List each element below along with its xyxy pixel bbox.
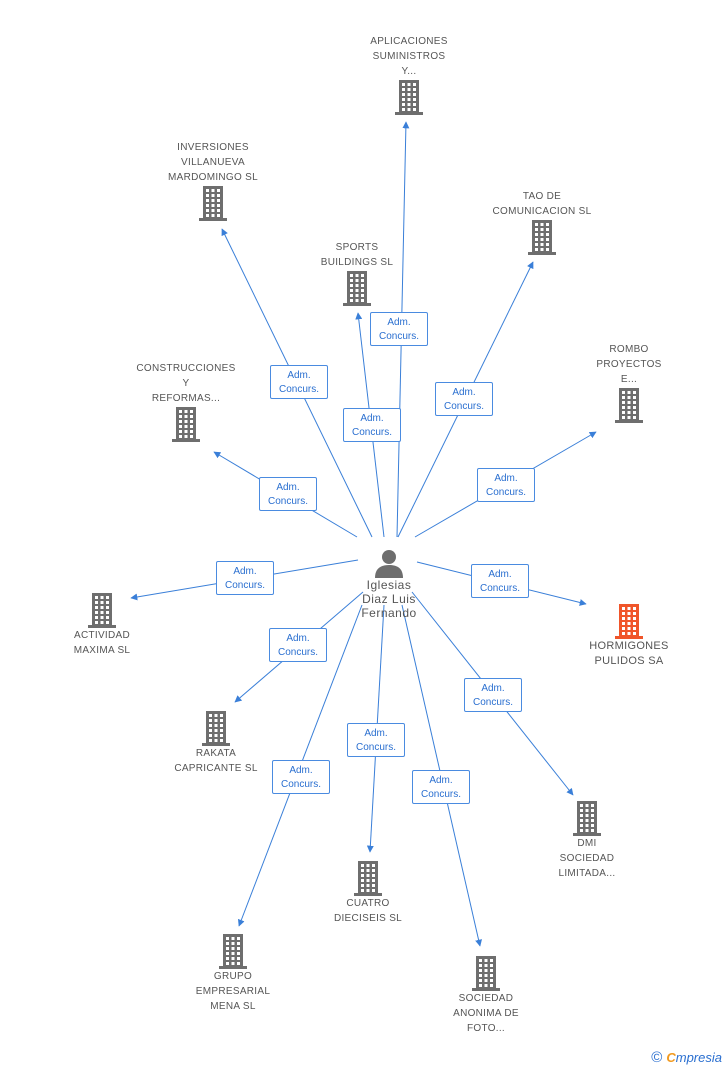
relation-label-construcciones[interactable]: Adm. Concurs. (259, 477, 317, 511)
building-icon (219, 934, 247, 969)
relation-label-rakata[interactable]: Adm. Concurs. (269, 628, 327, 662)
company-label: APLICACIONES SUMINISTROS Y... (370, 36, 448, 77)
company-label: CONSTRUCCIONES Y REFORMAS... (136, 363, 236, 404)
building-icon (199, 186, 227, 221)
brand-initial: C (666, 1050, 676, 1065)
relation-label-sociedad[interactable]: Adm. Concurs. (412, 770, 470, 804)
relation-label-grupo[interactable]: Adm. Concurs. (272, 760, 330, 794)
company-node-aplicaciones[interactable]: APLICACIONES SUMINISTROS Y... (349, 34, 469, 115)
company-label: GRUPO EMPRESARIAL MENA SL (195, 971, 271, 1012)
company-node-dmi[interactable]: DMI SOCIEDAD LIMITADA... (541, 800, 633, 881)
company-label: TAO DE COMUNICACION SL (492, 191, 592, 217)
relation-label-cuatro[interactable]: Adm. Concurs. (347, 723, 405, 757)
building-icon (343, 271, 371, 306)
building-icon (615, 388, 643, 423)
building-icon (172, 407, 200, 442)
relation-label-dmi[interactable]: Adm. Concurs. (464, 678, 522, 712)
company-label: SPORTS BUILDINGS SL (320, 242, 394, 268)
company-node-actividad[interactable]: ACTIVIDAD MAXIMA SL (52, 592, 152, 658)
building-icon (528, 220, 556, 255)
company-node-rakata[interactable]: RAKATA CAPRICANTE SL (164, 710, 268, 776)
company-label: RAKATA CAPRICANTE SL (174, 748, 258, 774)
company-label: HORMIGONES PULIDOS SA (589, 640, 669, 667)
relation-label-aplicaciones[interactable]: Adm. Concurs. (370, 312, 428, 346)
person-icon (375, 550, 403, 578)
building-icon (202, 711, 230, 746)
company-node-rombo[interactable]: ROMBO PROYECTOS E... (574, 342, 684, 423)
brand-name: mpresia (675, 1050, 722, 1065)
company-label: SOCIEDAD ANONIMA DE FOTO... (453, 993, 519, 1034)
company-node-tao[interactable]: TAO DE COMUNICACION SL (477, 189, 607, 255)
footer-brand[interactable]: ©Cmpresia (651, 1049, 722, 1066)
company-node-hormigones[interactable]: HORMIGONES PULIDOS SA (570, 603, 688, 669)
building-icon (395, 80, 423, 115)
company-node-sociedad[interactable]: SOCIEDAD ANONIMA DE FOTO... (431, 955, 541, 1036)
center-person-label: Iglesias Diaz Luis Fernando (361, 578, 417, 620)
company-label: INVERSIONES VILLANUEVA MARDOMINGO SL (167, 142, 259, 183)
company-label: DMI SOCIEDAD LIMITADA... (558, 838, 616, 879)
company-node-construcciones[interactable]: CONSTRUCCIONES Y REFORMAS... (124, 361, 248, 442)
company-label: CUATRO DIECISEIS SL (333, 898, 403, 924)
company-label: ACTIVIDAD MAXIMA SL (73, 630, 131, 656)
relation-label-rombo[interactable]: Adm. Concurs. (477, 468, 535, 502)
relation-label-actividad[interactable]: Adm. Concurs. (216, 561, 274, 595)
building-icon (615, 604, 643, 639)
building-icon (354, 861, 382, 896)
copyright-icon: © (651, 1049, 663, 1066)
relation-label-sports[interactable]: Adm. Concurs. (343, 408, 401, 442)
company-node-grupo[interactable]: GRUPO EMPRESARIAL MENA SL (180, 933, 286, 1014)
building-icon (573, 801, 601, 836)
company-node-inversiones[interactable]: INVERSIONES VILLANUEVA MARDOMINGO SL (148, 140, 278, 221)
relation-label-inversiones[interactable]: Adm. Concurs. (270, 365, 328, 399)
center-person[interactable]: Iglesias Diaz Luis Fernando (344, 548, 434, 620)
relation-label-hormigones[interactable]: Adm. Concurs. (471, 564, 529, 598)
building-icon (472, 956, 500, 991)
building-icon (88, 593, 116, 628)
company-node-sports[interactable]: SPORTS BUILDINGS SL (302, 240, 412, 306)
relation-label-tao[interactable]: Adm. Concurs. (435, 382, 493, 416)
company-label: ROMBO PROYECTOS E... (596, 344, 662, 385)
company-node-cuatro[interactable]: CUATRO DIECISEIS SL (318, 860, 418, 926)
